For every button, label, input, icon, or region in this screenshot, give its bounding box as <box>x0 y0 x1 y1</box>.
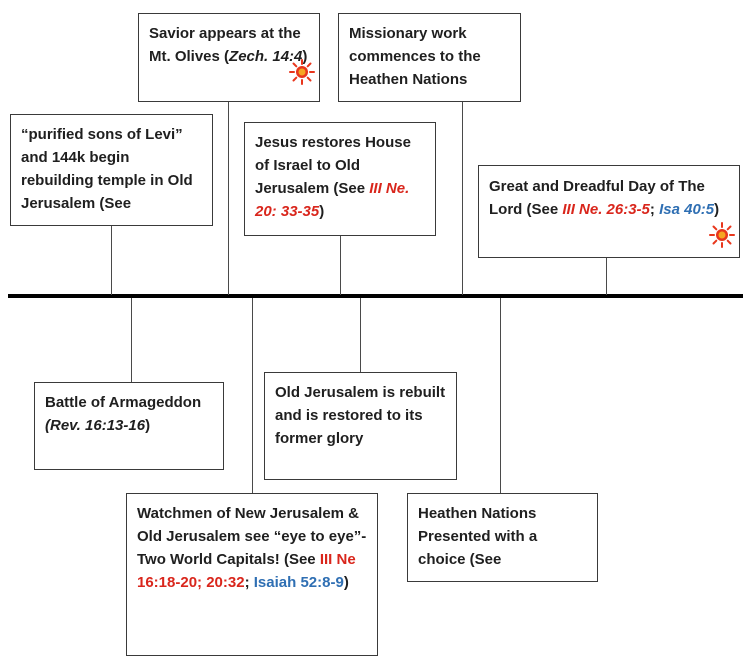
sun-icon <box>289 59 315 85</box>
event-box-missionary: Missionary work commences to the Heathen… <box>338 13 521 102</box>
connector-restores <box>340 235 341 295</box>
event-box-levi: “purified sons of Levi” and 144k begin r… <box>10 114 213 226</box>
event-box-rebuilt: Old Jerusalem is rebuilt and is restored… <box>264 372 457 480</box>
event-text: Watchmen of New Jerusalem & Old Jerusale… <box>137 505 367 568</box>
scripture-ref-red: III Ne 16:18-20; 20:32 <box>137 551 356 591</box>
scripture-ref: III Ne. 20: 33-35 <box>255 180 410 220</box>
event-text: Jesus restores House of Israel to Old Je… <box>255 134 411 197</box>
scripture-ref-red: III Ne. 26:3-5 <box>562 201 650 218</box>
event-text-close: ) <box>302 48 308 65</box>
connector-armageddon <box>131 298 132 383</box>
event-text: Savior appears at the Mt. Olives ( <box>149 25 301 65</box>
scripture-ref-blue: Isa 40:5 <box>659 201 715 218</box>
connector-missionary <box>462 101 463 295</box>
event-text-close: ) <box>319 203 325 220</box>
event-box-armageddon: Battle of Armageddon (Rev. 16:13-16) <box>34 382 224 470</box>
event-box-restores: Jesus restores House of Israel to Old Je… <box>244 122 436 236</box>
connector-levi <box>111 225 112 295</box>
event-text: Battle of Armageddon <box>45 394 202 411</box>
event-text-close: ) <box>343 574 349 591</box>
scripture-ref: (Rev. 16:13-16 <box>45 417 146 434</box>
event-box-savior: Savior appears at the Mt. Olives (Zech. … <box>138 13 320 102</box>
connector-heathen <box>500 298 501 494</box>
event-text: Old Jerusalem is rebuilt and is restored… <box>275 384 446 447</box>
scripture-ref: Zech. 14:4 <box>229 48 303 65</box>
ref-separator: ; <box>244 574 250 591</box>
connector-watchmen <box>252 298 253 494</box>
connector-rebuilt <box>360 298 361 373</box>
event-box-heathen: Heathen Nations Presented with a choice … <box>407 493 598 582</box>
timeline-axis <box>8 294 743 298</box>
event-text-close: ) <box>145 417 151 434</box>
sun-icon <box>709 222 735 248</box>
event-text: Heathen Nations Presented with a choice … <box>418 505 538 568</box>
connector-savior <box>228 101 229 295</box>
event-text: Missionary work commences to the Heathen… <box>349 25 481 88</box>
event-box-watchmen: Watchmen of New Jerusalem & Old Jerusale… <box>126 493 378 656</box>
connector-great-day <box>606 257 607 295</box>
event-text-close: ) <box>714 201 720 218</box>
event-text: Great and Dreadful Day of The Lord (See <box>489 178 705 218</box>
ref-separator: ; <box>649 201 655 218</box>
scripture-ref-blue: Isaiah 52:8-9 <box>253 574 344 591</box>
event-box-great-day: Great and Dreadful Day of The Lord (See … <box>478 165 740 258</box>
event-text: “purified sons of Levi” and 144k begin r… <box>21 126 193 212</box>
